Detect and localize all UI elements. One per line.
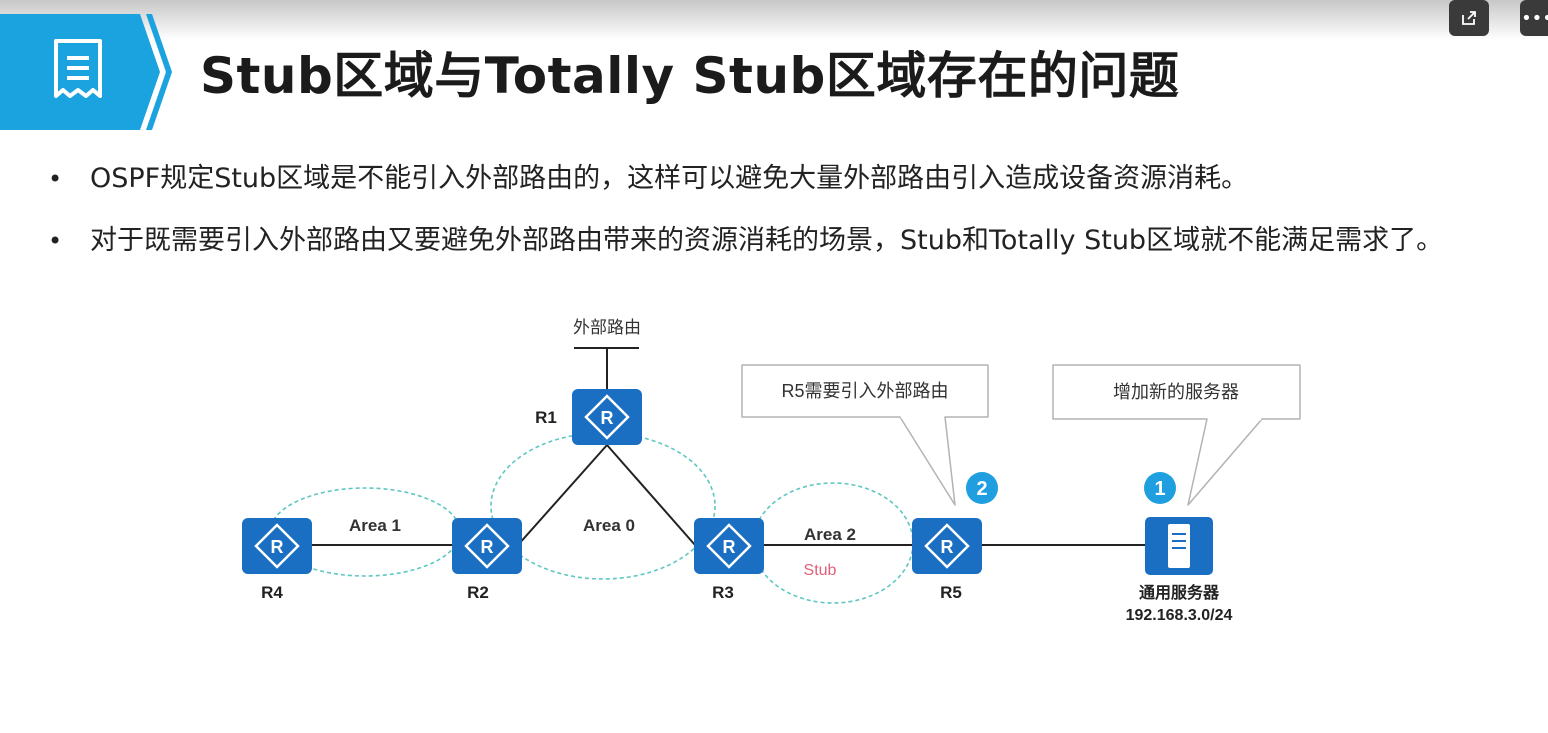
- router-glyph: R: [481, 537, 494, 557]
- step-badge-1: 1: [1144, 472, 1176, 504]
- area2-label: Area 2: [804, 525, 856, 544]
- server-icon: [1145, 517, 1213, 575]
- server-subnet: 192.168.3.0/24: [1126, 607, 1233, 624]
- router-label: R4: [261, 583, 283, 602]
- callout-r5: R5需要引入外部路由: [741, 364, 989, 506]
- router-label: R5: [940, 583, 962, 602]
- callout-r5-text: R5需要引入外部路由: [781, 381, 948, 401]
- page-title: Stub区域与Totally Stub区域存在的问题: [200, 47, 1180, 105]
- area0-outline: [490, 432, 716, 580]
- area1-label: Area 1: [349, 516, 401, 535]
- stub-label: Stub: [804, 562, 837, 579]
- more-button[interactable]: •••: [1520, 0, 1548, 36]
- router-r3: R R3: [694, 518, 764, 602]
- external-route-label: 外部路由: [573, 318, 641, 337]
- bullet-text: OSPF规定Stub区域是不能引入外部路由的，这样可以避免大量外部路由引入造成设…: [90, 163, 1249, 194]
- step-number: 2: [976, 478, 987, 500]
- top-shade: [0, 0, 1548, 40]
- router-r1: R R1: [535, 389, 642, 445]
- router-r4: R R4: [242, 518, 312, 602]
- router-glyph: R: [941, 537, 954, 557]
- router-label: R2: [467, 583, 489, 602]
- bullet-list: • OSPF规定Stub区域是不能引入外部路由的，这样可以避免大量外部路由引入造…: [48, 152, 1518, 268]
- router-glyph: R: [271, 537, 284, 557]
- step-badge-2: 2: [966, 472, 998, 504]
- more-icon: •••: [1521, 7, 1548, 29]
- router-r5: R R5: [912, 518, 982, 602]
- link-r1-r3: [606, 444, 696, 546]
- bullet-item: • OSPF规定Stub区域是不能引入外部路由的，这样可以避免大量外部路由引入造…: [48, 152, 1518, 214]
- share-icon: [1462, 11, 1476, 25]
- bullet-item: • 对于既需要引入外部路由又要避免外部路由带来的资源消耗的场景，Stub和Tot…: [48, 214, 1518, 268]
- router-glyph: R: [601, 408, 614, 428]
- bullet-dot: •: [48, 227, 63, 255]
- document-icon: [54, 39, 102, 98]
- step-number: 1: [1154, 478, 1165, 500]
- server-name: 通用服务器: [1139, 583, 1220, 602]
- router-label: R1: [535, 408, 557, 427]
- router-label: R3: [712, 583, 734, 602]
- bullet-text: 对于既需要引入外部路由又要避免外部路由带来的资源消耗的场景，Stub和Total…: [90, 225, 1444, 256]
- callout-server-text: 增加新的服务器: [1113, 382, 1239, 402]
- bullet-dot: •: [48, 165, 63, 193]
- share-button[interactable]: [1449, 0, 1489, 36]
- callout-server: 增加新的服务器: [1052, 364, 1301, 506]
- router-glyph: R: [723, 537, 736, 557]
- link-r2-r1: [517, 444, 608, 546]
- title-banner: [0, 14, 172, 130]
- router-r2: R R2: [452, 518, 522, 602]
- area0-label: Area 0: [583, 516, 635, 535]
